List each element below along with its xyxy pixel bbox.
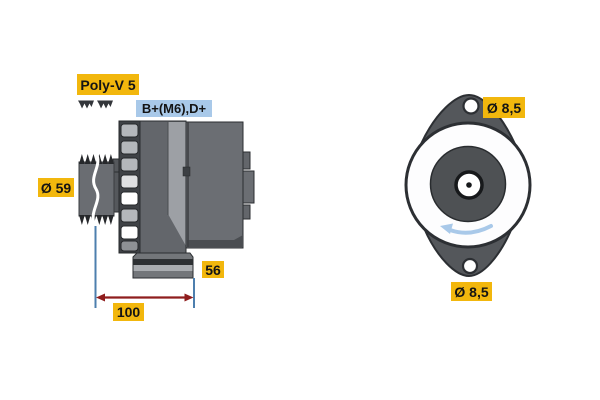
mounting-foot: [132, 252, 194, 279]
rear-housing: [182, 121, 244, 249]
poly-v-belt-profile-icon: [97, 100, 113, 109]
section-break-wavy-line: [91, 151, 100, 228]
terminal-designation-label: B+(M6),D+: [136, 100, 212, 117]
terminal-connector: [242, 151, 255, 220]
offset-dimension-label: 56: [202, 261, 224, 278]
bottom-hole-diameter-label: Ø 8,5: [451, 282, 492, 301]
front-view: [404, 94, 532, 277]
poly-v-belt-profile-icon: [78, 100, 94, 109]
length-dimension-label: 100: [113, 303, 144, 321]
side-view: [78, 120, 255, 279]
top-mounting-hole: [462, 97, 480, 115]
drive-end-housing: [139, 120, 187, 254]
rotation-direction-arrow-icon: [440, 223, 493, 235]
length-dimension-arrow: [96, 293, 194, 302]
dimension-lines: [94, 226, 195, 308]
belt-type-label: Poly-V 5: [77, 74, 139, 95]
cooling-fins: [118, 120, 141, 254]
bottom-mounting-hole: [461, 257, 479, 275]
top-hole-diameter-label: Ø 8,5: [483, 97, 525, 118]
pulley: [78, 151, 115, 228]
pulley-diameter-label: Ø 59: [38, 178, 74, 197]
